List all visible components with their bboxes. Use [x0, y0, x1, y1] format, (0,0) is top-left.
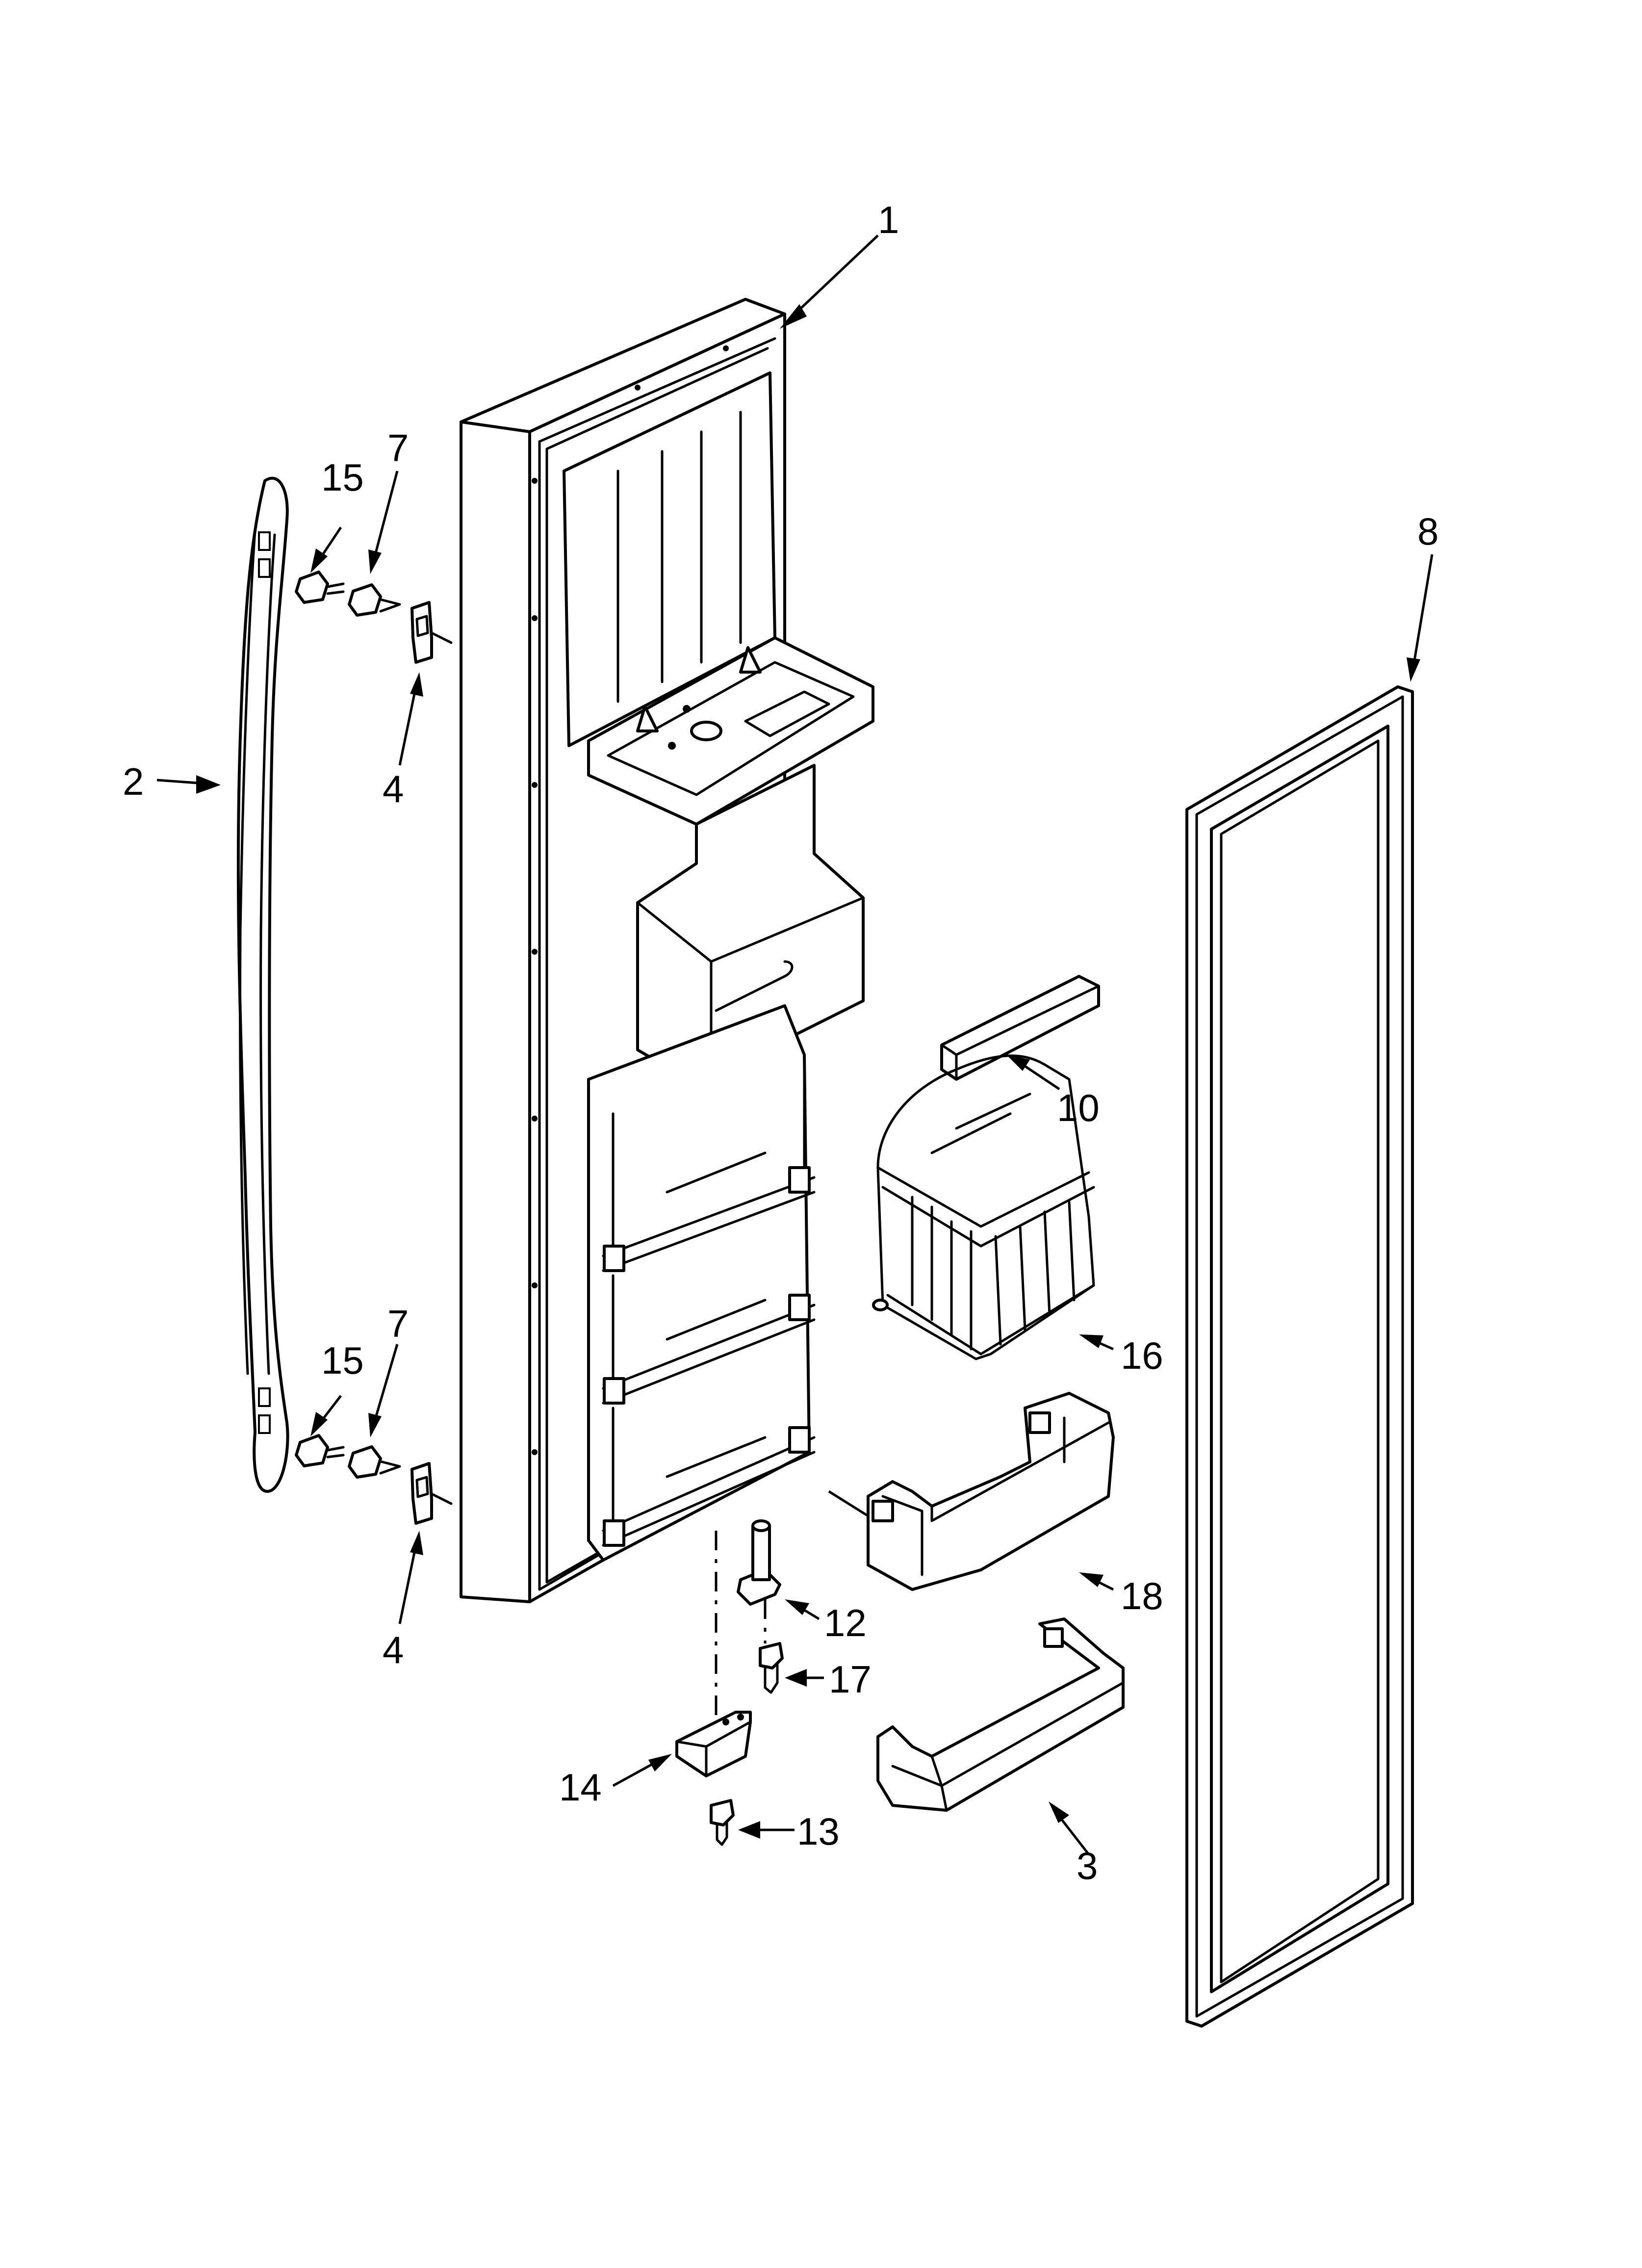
- ice-basket: [872, 1054, 1095, 1360]
- handle-clip-lower: [410, 1462, 453, 1525]
- callout-14: 14: [559, 1766, 602, 1809]
- callout-labels: 1 2 3 4 4 7 7 8 10 12 13 14 15 15 16 17 …: [123, 198, 1438, 1887]
- hinge-screw: [759, 1642, 784, 1694]
- callout-12: 12: [824, 1601, 867, 1644]
- callout-4-upper: 4: [383, 767, 404, 810]
- hinge-pin: [737, 1519, 781, 1606]
- callout-4-lower: 4: [383, 1628, 404, 1671]
- callout-10: 10: [1057, 1086, 1100, 1129]
- hinge-bracket: [675, 1711, 752, 1777]
- bracket-screw: [710, 1799, 735, 1846]
- mounting-screw-lower: [348, 1445, 401, 1479]
- trim-strip: [940, 975, 1100, 1081]
- callout-1: 1: [878, 198, 899, 241]
- door-gasket: [1185, 685, 1414, 2028]
- callout-16: 16: [1121, 1334, 1163, 1377]
- callout-13: 13: [797, 1810, 840, 1853]
- door-handle: [236, 476, 289, 1493]
- door-bin-lower: [876, 1617, 1125, 1812]
- callout-15-upper: 15: [321, 456, 364, 499]
- mounting-screw-upper: [348, 583, 401, 617]
- callout-18: 18: [1121, 1574, 1163, 1617]
- handle-screw-upper: [295, 571, 345, 604]
- handle-screw-lower: [295, 1434, 345, 1467]
- callout-7-upper: 7: [387, 426, 409, 469]
- leader-lines: [156, 235, 1434, 1855]
- callout-17: 17: [829, 1658, 872, 1701]
- callout-15-lower: 15: [321, 1339, 364, 1382]
- door-assembly: [460, 298, 874, 1603]
- callout-3: 3: [1077, 1844, 1098, 1887]
- door-bin-upper: [867, 1392, 1115, 1591]
- door-screw-holes: [532, 345, 729, 1455]
- callout-7-lower: 7: [387, 1302, 409, 1345]
- callout-8: 8: [1417, 510, 1438, 553]
- handle-clip-upper: [410, 601, 453, 664]
- bin-assembly-line: [828, 1490, 869, 1517]
- callout-2: 2: [123, 760, 144, 803]
